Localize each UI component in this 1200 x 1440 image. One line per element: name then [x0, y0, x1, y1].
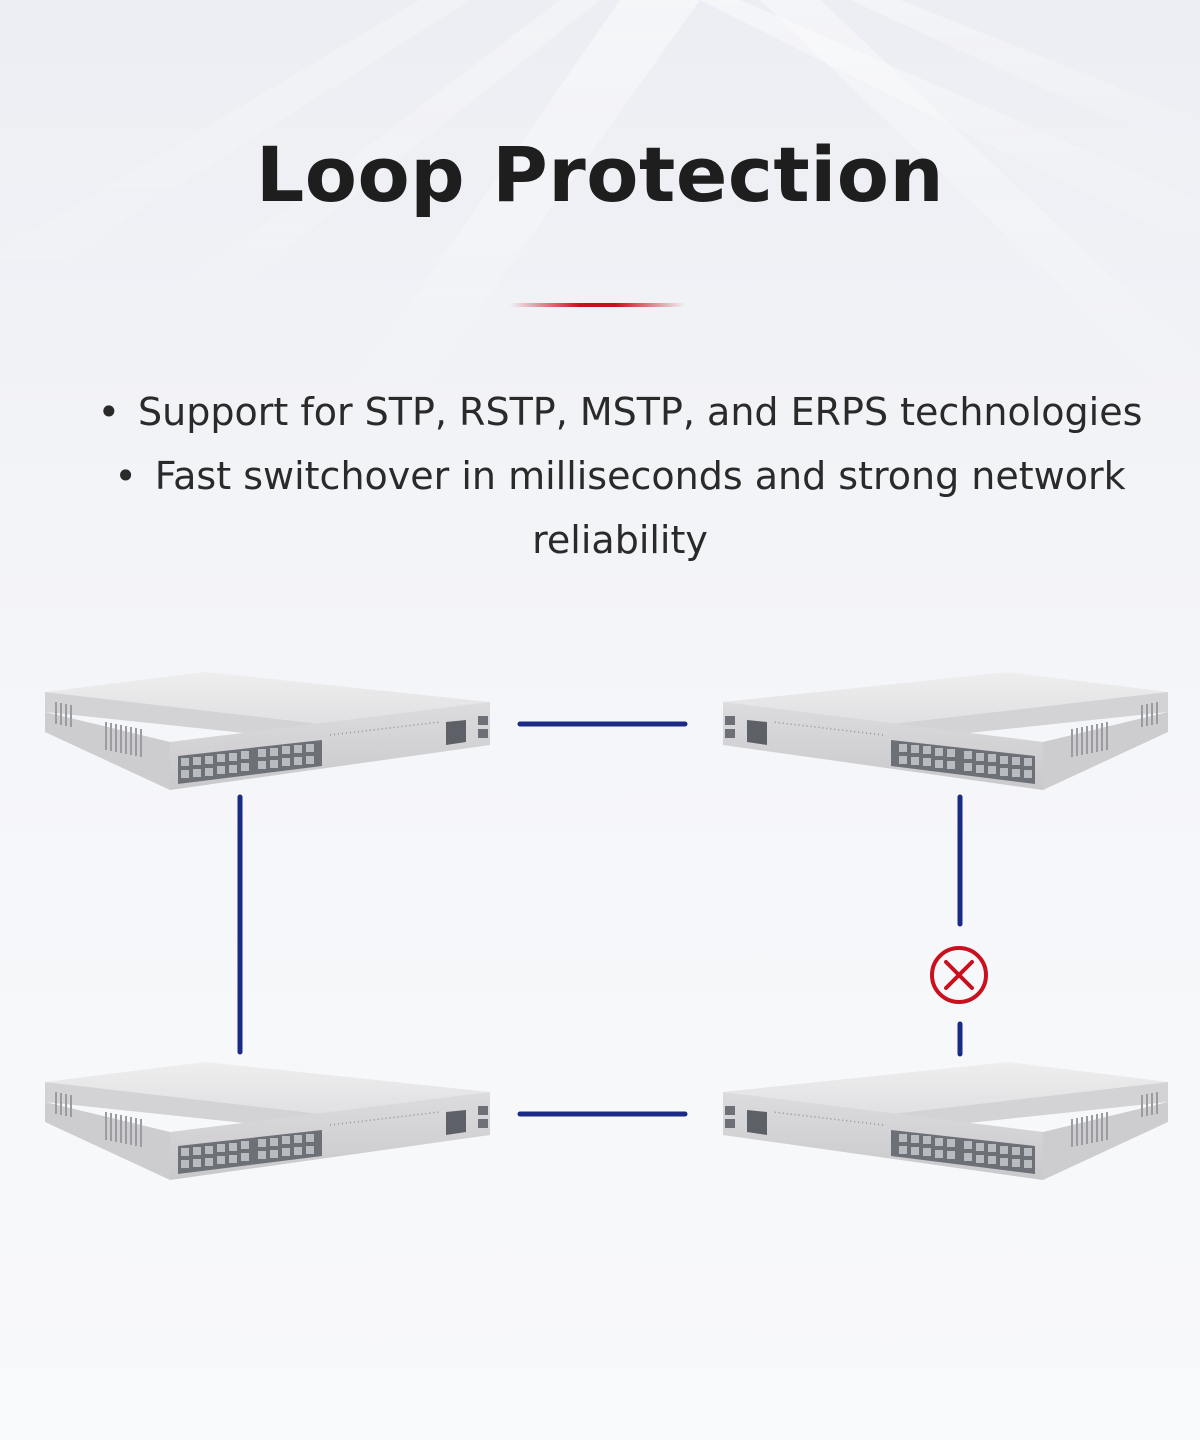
- list-item-text: Support for STP, RSTP, MSTP, and ERPS te…: [138, 390, 1143, 434]
- list-item: • Fast switchover in milliseconds and str…: [60, 444, 1180, 572]
- list-item: • Support for STP, RSTP, MSTP, and ERPS t…: [60, 380, 1180, 444]
- network-switch-icon: [722, 1061, 1169, 1181]
- page-title: Loop Protection: [255, 130, 945, 219]
- blocked-link-icon: [930, 946, 988, 1004]
- bullet-dot-icon: •: [97, 390, 121, 434]
- title-accent-line: [510, 303, 685, 307]
- bullet-dot-icon: •: [114, 454, 137, 498]
- list-item-text: Fast switchover in milliseconds and stro…: [154, 454, 1126, 562]
- feature-list: •Support for STP, RSTP, MSTP, and ERPS t…: [60, 380, 1180, 572]
